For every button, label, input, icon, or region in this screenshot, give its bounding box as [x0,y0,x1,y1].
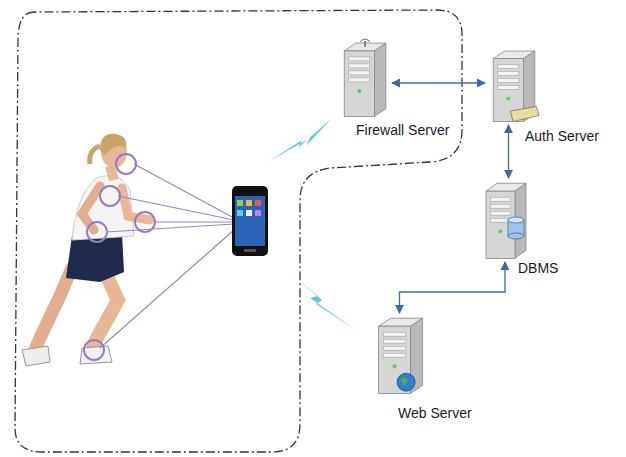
wireless-bolt [288,272,356,330]
sensor-links [100,164,234,348]
boundary-outline [15,10,462,452]
server-icon [480,180,530,260]
runner-figure [22,134,150,366]
connector-arrow [392,82,485,83]
server-label: Firewall Server [356,122,449,139]
server-icon [372,315,427,395]
server-icon [487,48,539,123]
server-node: Web Server [372,315,427,395]
connector-arrow [400,262,506,313]
server-node: Firewall Server [338,40,390,118]
server-label: DBMS [518,260,558,277]
server-label: Web Server [398,405,472,422]
server-icon [338,40,390,118]
server-node: Auth Server [487,48,539,123]
wireless-bolt [268,118,332,162]
connector-arrow [508,125,509,178]
server-label: Auth Server [525,128,599,145]
sensor-rings [84,154,155,360]
server-node: DBMS [480,180,530,260]
smartphone [232,186,268,256]
